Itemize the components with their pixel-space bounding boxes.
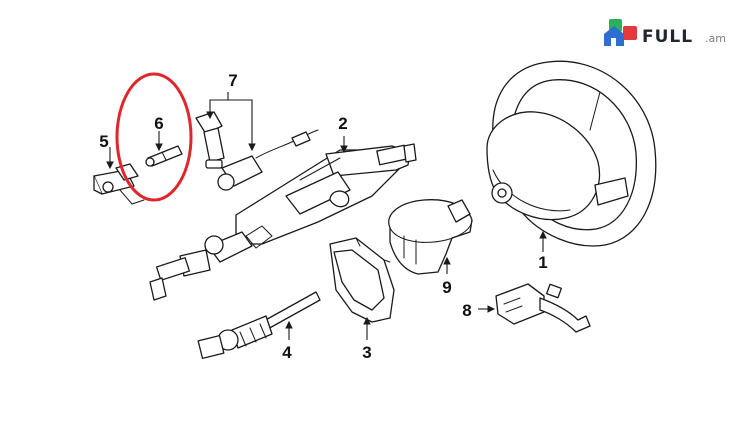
callout-labels: 5 6 7 2 1 9 8 3 4	[99, 71, 547, 362]
intermediate-shaft-drawing	[197, 291, 321, 360]
callout-5: 5	[99, 132, 108, 151]
callout-2: 2	[338, 114, 347, 133]
callout-3: 3	[362, 343, 371, 362]
lock-pin-drawing	[145, 145, 183, 167]
steering-column-drawing	[149, 143, 417, 301]
column-cover-drawing	[329, 237, 395, 323]
full-am-logo[interactable]: FULL .am	[604, 19, 726, 47]
callout-1: 1	[538, 253, 547, 272]
combination-switch-drawing	[495, 283, 591, 333]
callout-9: 9	[442, 278, 451, 297]
callout-4: 4	[282, 343, 292, 362]
leader-lines	[106, 92, 547, 340]
ignition-switch-drawing	[93, 163, 145, 205]
callout-7: 7	[228, 71, 237, 90]
callout-6: 6	[154, 114, 163, 133]
clock-spring-drawing	[388, 199, 473, 275]
highlight-circle	[115, 72, 193, 202]
logo-brand-text: FULL	[642, 27, 693, 47]
logo-domain-text: .am	[705, 32, 726, 45]
steering-wheel-drawing	[486, 60, 657, 247]
callout-8: 8	[462, 301, 471, 320]
logo-house-icon	[604, 19, 637, 46]
